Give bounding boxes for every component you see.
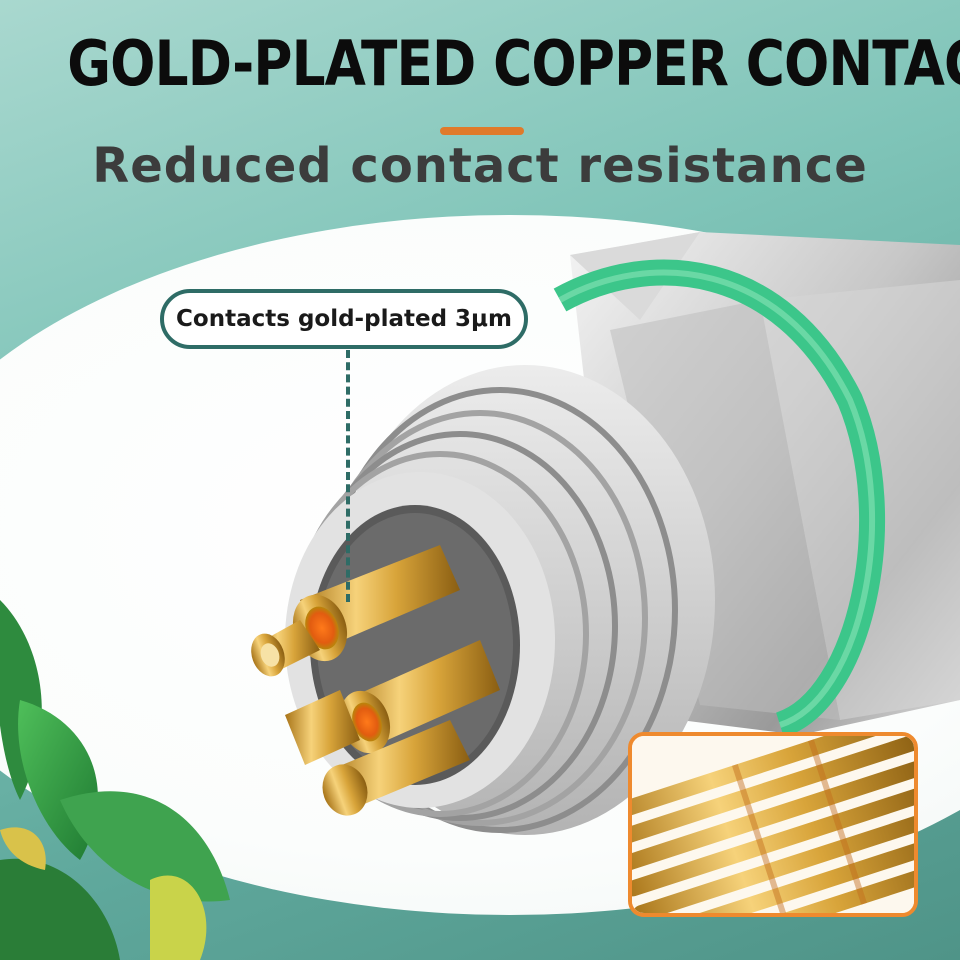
contacts-detail-inset [628,732,918,917]
green-gasket-ring [553,259,886,738]
gold-pin [251,620,320,677]
gold-pin [285,690,470,816]
title-divider [440,127,524,135]
page-subtitle: Reduced contact resistance [92,138,868,194]
page-title: GOLD-PLATED COPPER CONTACTS [67,27,960,100]
callout-leader-line [346,350,350,602]
plating-callout: Contacts gold-plated 3μm [160,289,528,349]
loose-contacts-image [632,736,914,913]
callout-label: Contacts gold-plated 3μm [176,306,512,332]
gold-contact-pins [251,545,500,816]
decorative-leaves [0,600,230,960]
